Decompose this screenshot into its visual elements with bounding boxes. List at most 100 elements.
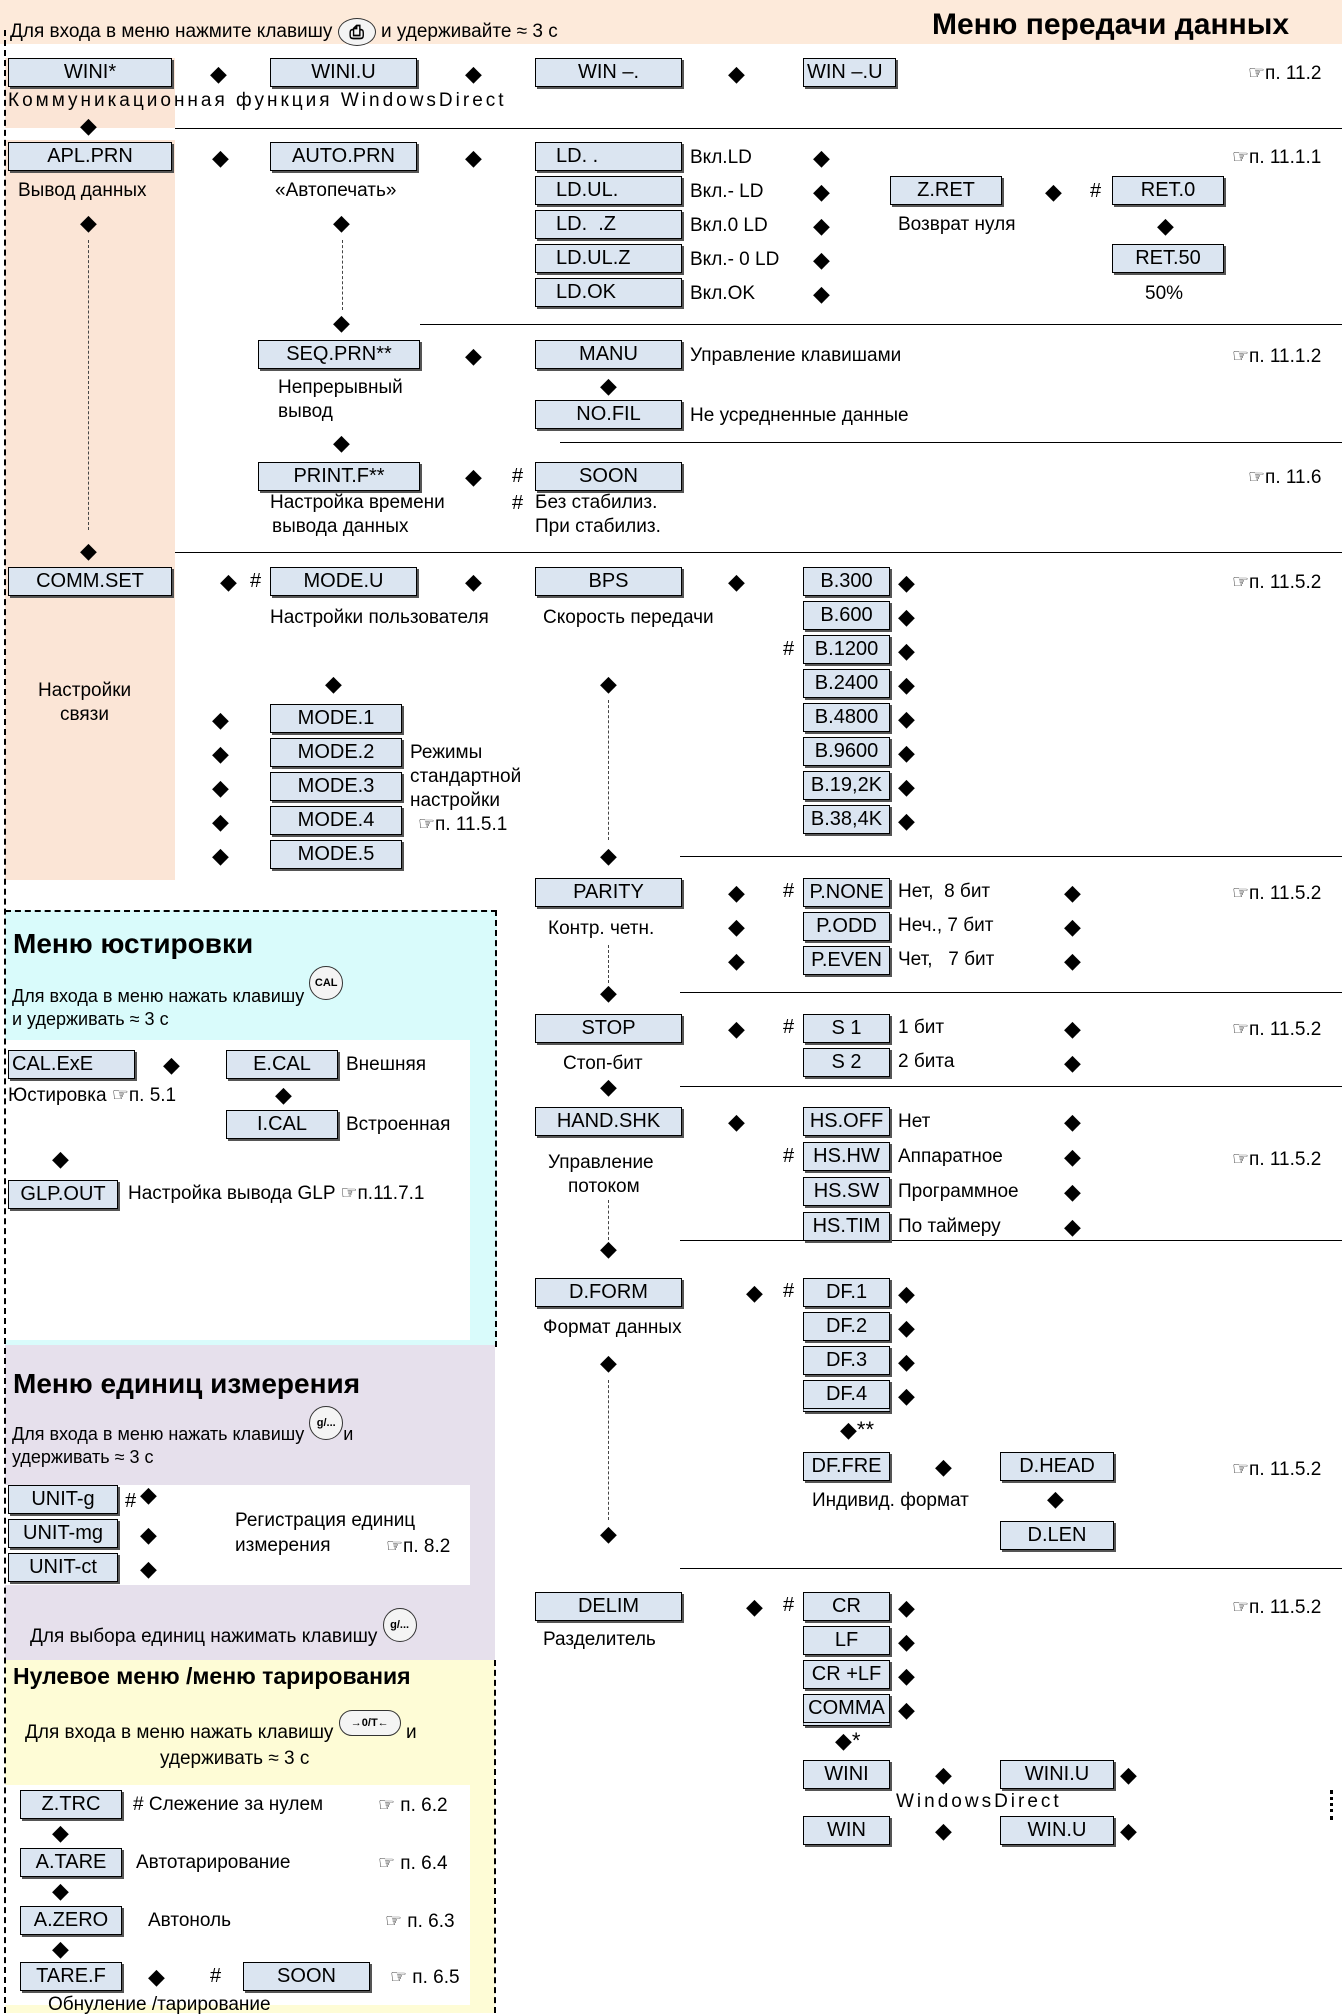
lr-arrow-icon: ◆ [728,914,745,939]
d-form-box: D.FORM [535,1278,682,1307]
printf-soon-box: SOON [535,462,682,491]
bps-desc: Скорость передачи [543,607,714,628]
ld-desc: Вкл.- LD [690,181,764,202]
seq-desc: вывод [278,401,333,422]
glp-desc: Настройка вывода GLP ☞п.11.7.1 [128,1183,425,1204]
ld-box: LD.UL. [535,176,682,205]
ud-arrow-icon: ◆ [600,1236,617,1261]
hs-item: HS.HW [803,1142,890,1171]
ud-arrow-icon: ◆ [140,1522,157,1547]
ref-units: ☞п. 8.2 [386,1536,451,1557]
parity-dash [608,945,609,983]
hs-item: HS.TIM [803,1212,890,1241]
hs-item-desc: Программное [898,1181,1019,1202]
ud-arrow-icon: ◆ [1064,1050,1081,1075]
hand-desc: Управление [548,1152,654,1173]
ud-arrow-icon: ◆ [1064,1109,1081,1134]
ical-desc: Встроенная [346,1114,451,1135]
comm-label: связи [60,704,109,725]
ud-arrow-icon: ◆ [1064,948,1081,973]
zero-instr: Для входа в меню нажать клавишу →0/T← и [25,1710,417,1746]
ud-arrow-icon: ◆ [1064,880,1081,905]
lr-arrow-icon: ◆ [728,569,745,594]
hs-item: HS.SW [803,1177,890,1206]
ud-arrow-icon: ◆ [52,1820,69,1845]
ud-arrow-icon: ◆ [898,1595,915,1620]
dform-desc: Формат данных [543,1317,682,1338]
cal-exe-box: CAL.ExE [8,1050,135,1079]
nofil-desc: Не усредненные данные [690,405,909,426]
ud-arrow-icon: ◆ [600,1350,617,1375]
df-fre-box: DF.FRE [803,1452,890,1481]
mode-box: MODE.3 [270,772,402,801]
left-peach-column [5,140,175,880]
ud-arrow-icon: ◆ [333,310,350,335]
stop-box: STOP [535,1014,682,1043]
baud-box: B.600 [803,601,890,630]
sep-7 [680,1086,1342,1087]
atare-desc: Автотарирование [136,1852,291,1873]
lr-arrow-icon: ◆ [935,1454,952,1479]
baud-box: B.2400 [803,669,890,698]
apl-label: Вывод данных [18,180,147,201]
zero-footer: Обнуление /тарирование [48,1994,271,2015]
ud-arrow-icon: ◆ [898,1349,915,1374]
default-hash: # [210,1965,222,1987]
ud-arrow-icon: ◆ [212,775,229,800]
ud-arrow-icon: ◆ [898,1383,915,1408]
tare-soon-box: SOON [243,1962,370,1991]
ud-arrow-icon: ◆ [898,1315,915,1340]
ud-arrow-icon: ◆ [140,1482,157,1507]
ret0-box: RET.0 [1112,176,1224,205]
hs-item-desc: Аппаратное [898,1146,1003,1167]
ref-stop: ☞п. 11.5.2 [1232,1019,1322,1040]
ud-arrow-icon: ◆ [212,809,229,834]
ud-arrow-icon: ◆ [52,1878,69,1903]
hand-shk-box: HAND.SHK [535,1107,682,1136]
mode-box: MODE.2 [270,738,402,767]
lr-arrow-icon: ◆ [728,61,745,86]
ecal-desc: Внешняя [346,1054,427,1075]
outer-dashed-border [4,30,6,2013]
df-item: DF.2 [803,1312,890,1341]
delim-box: DELIM [535,1592,682,1621]
units-instr: удерживать ≈ 3 с [12,1447,154,1467]
ud-arrow-icon: ◆ [898,604,915,629]
ud-arrow-icon: ◆ [52,1146,69,1171]
delim-windowsdirect: WindowsDirect [896,1791,1062,1812]
ud-arrow-icon: ◆ [898,1629,915,1654]
default-hash: # [512,492,524,514]
ud-arrow-icon: ◆ [212,707,229,732]
ref-dform: ☞п. 11.5.2 [1232,1459,1322,1480]
mode-box: MODE.5 [270,840,402,869]
lr-arrow-icon: ◆ [465,61,482,86]
ud-arrow-icon: ◆ [813,145,830,170]
lr-arrow-icon: ◆ [465,145,482,170]
stop-desc: Стоп-бит [563,1053,643,1074]
ud-arrow-icon: ◆ [1157,213,1174,238]
default-hash: # [783,880,795,902]
lr-arrow-icon: ◆ [746,1280,763,1305]
ref-hand: ☞п. 11.5.2 [1232,1149,1322,1170]
ud-arrow-icon: ◆ [1064,1214,1081,1239]
ud-arrow-icon: ◆ [333,430,350,455]
ud-arrow-icon: ◆ [813,247,830,272]
i-cal-box: I.CAL [226,1110,338,1139]
seq-desc: Непрерывный [278,377,403,398]
ref-11-1-2: ☞п. 11.1.2 [1232,346,1322,367]
parity-desc: Контр. четн. [548,918,655,939]
manu-box: MANU [535,340,682,369]
lr-arrow-icon: ◆ [148,1964,165,1989]
hs-item-desc: По таймеру [898,1216,1001,1237]
wini-u-box: WINI.U [270,58,417,87]
auto-desc: «Автопечать» [275,180,397,201]
delim-wini-u-box: WINI.U [1000,1760,1114,1789]
unit-box: UNIT-ct [8,1553,118,1582]
ud-arrow-icon: ◆ [80,113,97,138]
modes-desc: ☞п. 11.5.1 [418,814,508,835]
delim-item: CR +LF [803,1660,890,1689]
ud-arrow-icon: ◆ [1064,914,1081,939]
lr-arrow-icon: ◆ [220,569,237,594]
ld-box: LD.UL.Z [535,244,682,273]
baud-box: B.19,2K [803,771,890,800]
